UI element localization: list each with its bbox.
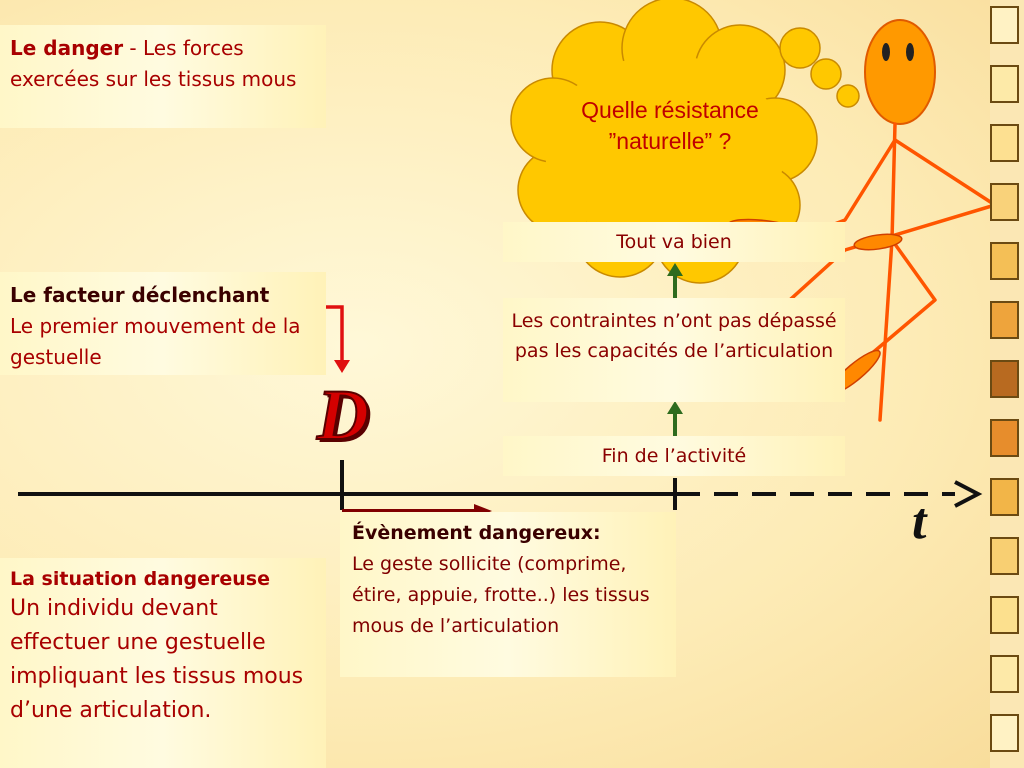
trigger-box: Le facteur déclenchant Le premier mouvem… — [0, 272, 326, 375]
diagram-graphics — [18, 0, 990, 518]
d-marker: D — [316, 374, 370, 456]
cloud-question: Quelle résistance ”naturelle” ? — [581, 97, 759, 154]
trigger-title: Le facteur déclenchant — [10, 283, 270, 307]
side-square — [990, 183, 1019, 221]
danger-box: Le danger - Les forces exercées sur les … — [0, 25, 326, 128]
side-square — [990, 596, 1019, 634]
side-square — [990, 360, 1019, 398]
side-square — [990, 242, 1019, 280]
green-arrows — [667, 263, 683, 436]
time-label: t — [912, 493, 927, 550]
figure-head — [864, 19, 936, 125]
side-square — [990, 65, 1019, 103]
event-box: Évènement dangereux: Le geste sollicite … — [340, 512, 676, 677]
side-square — [990, 478, 1019, 516]
end-activity-box: Fin de l’activité — [503, 436, 845, 476]
situation-title: La situation dangereuse — [10, 568, 270, 590]
thought-bubbles — [779, 27, 860, 108]
danger-text: - Les forces exercées sur les tissus mou… — [10, 36, 297, 91]
danger-title: Le danger — [10, 36, 124, 60]
side-square — [990, 655, 1019, 693]
trigger-arrow — [326, 305, 350, 373]
side-square — [990, 714, 1019, 752]
side-square — [990, 124, 1019, 162]
thought-cloud — [510, 0, 860, 284]
constraints-box: Les contraintes n’ont pas dépassé pas le… — [503, 298, 845, 402]
figure-eye-left — [882, 43, 890, 61]
trigger-text: Le premier mouvement de la gestuelle — [10, 314, 301, 369]
all-good-box: Tout va bien — [503, 222, 845, 262]
event-text: Le geste sollicite (comprime, étire, app… — [352, 553, 650, 637]
side-square — [990, 537, 1019, 575]
timeline — [18, 460, 983, 510]
side-square — [990, 301, 1019, 339]
situation-box: La situation dangereuse Un individu deva… — [0, 558, 326, 768]
situation-text: Un individu devant effectuer une gestuel… — [10, 596, 304, 723]
side-square — [990, 419, 1019, 457]
stick-figure — [710, 19, 990, 422]
side-square — [990, 6, 1019, 44]
figure-eye-right — [906, 43, 914, 61]
event-title: Évènement dangereux: — [352, 522, 601, 544]
decorative-side-strip — [990, 0, 1024, 768]
